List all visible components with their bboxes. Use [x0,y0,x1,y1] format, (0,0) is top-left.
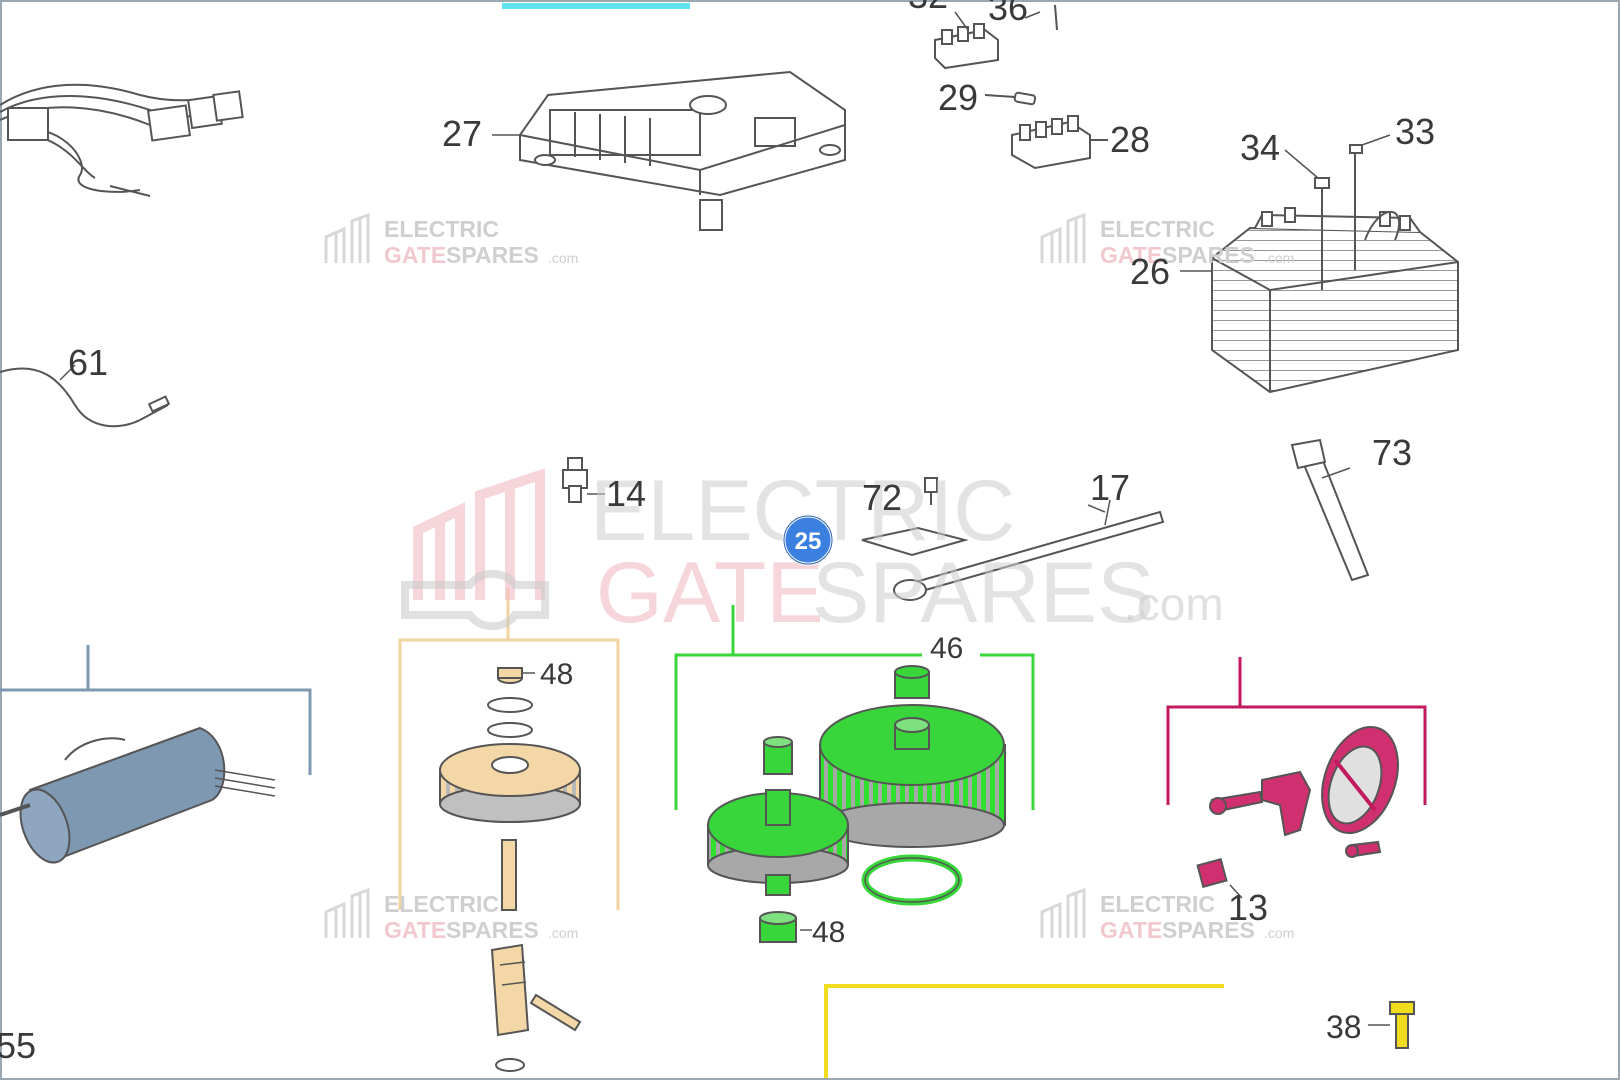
watermark-word-gate: GATE [384,242,446,268]
yellow-group-bracket [824,984,1224,1078]
limit-switch-assembly[interactable] [1166,657,1427,899]
watermark-word-electric: ELECTRIC [384,216,499,242]
output-gear-assembly[interactable] [398,588,620,1072]
watermark-small-4: ELECTRIC GATE SPARES .com [1040,887,1294,943]
watermark-large-suffix: .com [1124,578,1224,630]
watermark-large-spares: SPARES [812,545,1155,641]
control-board[interactable] [519,70,846,231]
label-part-32: 32 [908,0,948,16]
watermark-word-gate: GATE [384,917,446,943]
watermark-small-3: ELECTRIC GATE SPARES .com [324,887,578,943]
label-part-27: 27 [442,113,482,154]
watermark-word-electric: ELECTRIC [384,891,499,917]
motor[interactable] [0,645,312,869]
leader-lines [954,11,1391,513]
watermark-word-gate: GATE [1100,242,1162,268]
hotspot-marker[interactable]: 25 [782,514,834,566]
watermark-large-gate: GATE [596,545,824,641]
watermark-word-gate: GATE [1100,917,1162,943]
watermark-word-electric: ELECTRIC [1100,891,1215,917]
label-part-72: 72 [862,477,902,518]
watermark-small-1: ELECTRIC GATE SPARES .com [324,212,578,268]
watermark-suffix: .com [548,925,578,941]
screw-38[interactable] [1368,1001,1415,1049]
label-part-13: 13 [1228,887,1268,928]
terminal-block-lower[interactable] [1011,115,1108,170]
label-part-38: 38 [1326,1009,1362,1045]
label-part-29: 29 [938,77,978,118]
watermark-word-spares: SPARES [1162,917,1255,943]
watermark-word-spares: SPARES [446,917,539,943]
cable-61[interactable] [0,364,171,428]
part-14-connector[interactable] [562,457,605,503]
label-part-48-left: 48 [540,658,573,691]
label-part-46: 46 [930,632,963,665]
watermark-word-spares: SPARES [1162,242,1255,268]
watermark-suffix: .com [1264,250,1294,266]
shaft-17[interactable] [893,499,1165,601]
label-part-28: 28 [1110,119,1150,160]
label-part-34: 34 [1240,127,1280,168]
label-part-33: 33 [1395,111,1435,152]
label-part-17: 17 [1090,467,1130,508]
fuse[interactable] [984,91,1037,106]
watermark-small-2: ELECTRIC GATE SPARES .com [1040,212,1294,268]
label-part-48-mid: 48 [812,916,845,949]
transformer[interactable] [1180,144,1459,394]
watermark-word-spares: SPARES [446,242,539,268]
label-part-26: 26 [1130,251,1170,292]
reduction-gear-assembly[interactable] [674,605,1035,943]
label-part-73: 73 [1372,432,1412,473]
lever-73[interactable] [1290,438,1370,582]
watermark-suffix: .com [1264,925,1294,941]
label-part-55: 55 [0,1025,36,1066]
label-part-14: 14 [606,473,646,514]
terminal-block-top[interactable] [934,4,1058,70]
watermark-word-electric: ELECTRIC [1100,216,1215,242]
hotspot-label: 25 [795,528,822,555]
watermark-suffix: .com [548,250,578,266]
wiring-harness[interactable] [0,83,244,197]
part-72-bracket[interactable] [861,477,969,557]
label-part-61: 61 [68,342,108,383]
label-part-36: 36 [988,0,1028,28]
